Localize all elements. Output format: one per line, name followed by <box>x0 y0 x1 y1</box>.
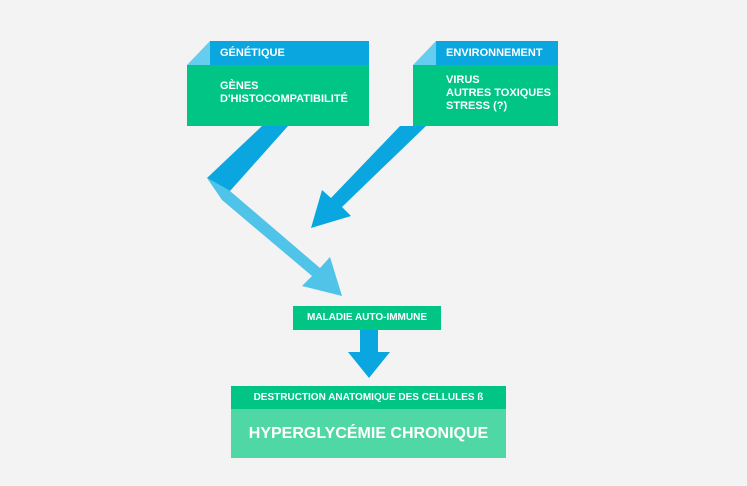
genetique-tab: GÉNÉTIQUE <box>210 41 369 65</box>
destruction-box: DESTRUCTION ANATOMIQUE DES CELLULES ß <box>231 386 506 409</box>
genetique-tab-label: GÉNÉTIQUE <box>220 47 285 59</box>
destruction-label: DESTRUCTION ANATOMIQUE DES CELLULES ß <box>253 392 484 403</box>
environnement-tab-label: ENVIRONNEMENT <box>446 47 543 59</box>
environnement-tab: ENVIRONNEMENT <box>436 41 558 65</box>
hyperglycemie-box: HYPERGLYCÉMIE CHRONIQUE <box>231 409 506 458</box>
environnement-tab-fold <box>413 41 436 65</box>
genetique-line-2: D'HISTOCOMPATIBILITÉ <box>220 93 348 105</box>
genetique-box: GÈNES D'HISTOCOMPATIBILITÉ <box>187 65 369 126</box>
genetique-arrow-lower <box>207 178 342 296</box>
maladie-box: MALADIE AUTO-IMMUNE <box>293 306 441 330</box>
genetique-tab-fold <box>187 41 210 65</box>
maladie-down-arrow <box>348 330 390 378</box>
environnement-line-3: STRESS (?) <box>446 100 508 112</box>
environnement-line-1: VIRUS <box>446 74 480 86</box>
environnement-box: VIRUS AUTRES TOXIQUES STRESS (?) <box>413 65 558 126</box>
environnement-line-2: AUTRES TOXIQUES <box>446 87 551 99</box>
hyperglycemie-label: HYPERGLYCÉMIE CHRONIQUE <box>248 425 489 442</box>
maladie-label: MALADIE AUTO-IMMUNE <box>307 312 427 323</box>
environnement-arrow <box>311 126 426 228</box>
genetique-arrow-upper <box>207 126 288 191</box>
genetique-line-1: GÈNES <box>220 80 259 92</box>
